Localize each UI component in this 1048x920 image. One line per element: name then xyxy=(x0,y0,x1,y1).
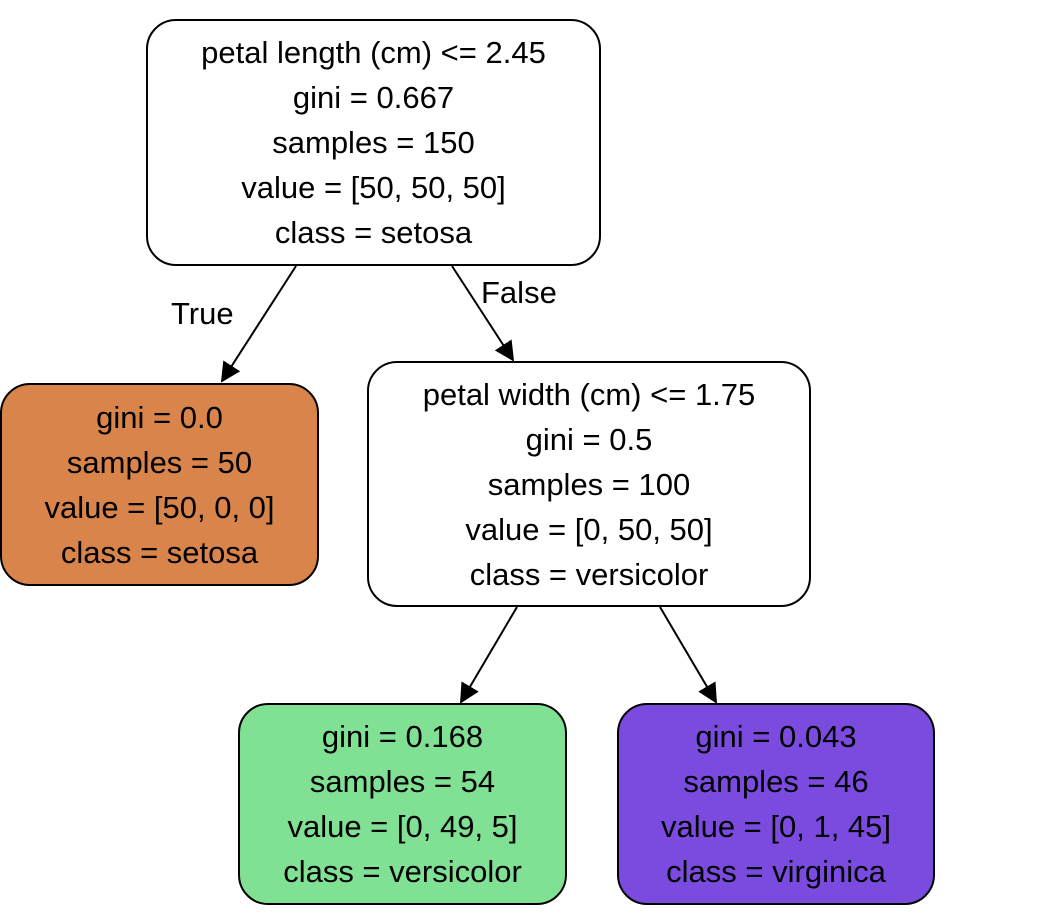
root-node-value: value = [50, 50, 50] xyxy=(241,170,506,205)
leaf-virginica-value: value = [0, 1, 45] xyxy=(660,809,892,844)
leaf-node-versicolor: gini = 0.168 samples = 54 value = [0, 49… xyxy=(238,703,567,905)
root-node-class: class = setosa xyxy=(274,215,473,250)
leaf-versicolor-class: class = versicolor xyxy=(283,854,522,889)
edge-n2-n3 xyxy=(459,606,518,704)
leaf-virginica-class: class = virginica xyxy=(666,854,886,889)
leaf-versicolor-gini: gini = 0.168 xyxy=(321,719,484,754)
leaf-versicolor-samples: samples = 54 xyxy=(309,764,496,799)
split-node-gini: gini = 0.5 xyxy=(525,421,653,457)
leaf-setosa-samples: samples = 50 xyxy=(66,444,253,480)
edge-label-true: True xyxy=(171,296,234,331)
leaf-node-setosa: gini = 0.0 samples = 50 value = [50, 0, … xyxy=(0,383,319,586)
root-node-split: petal length (cm) <= 2.45 xyxy=(201,35,546,70)
leaf-setosa-value: value = [50, 0, 0] xyxy=(44,489,275,525)
leaf-virginica-samples: samples = 46 xyxy=(683,764,869,799)
leaf-virginica-gini: gini = 0.043 xyxy=(695,719,857,754)
leaf-setosa-gini: gini = 0.0 xyxy=(96,399,223,435)
root-node-samples: samples = 150 xyxy=(272,125,475,160)
leaf-versicolor-value: value = [0, 49, 5] xyxy=(287,809,518,844)
edge-n0-n2 xyxy=(451,265,515,362)
split-node-value: value = [0, 50, 50] xyxy=(465,511,713,547)
edge-n0-n1 xyxy=(220,265,297,383)
leaf-node-virginica: gini = 0.043 samples = 46 value = [0, 1,… xyxy=(617,703,935,905)
leaf-setosa-class: class = setosa xyxy=(60,534,259,570)
root-node-gini: gini = 0.667 xyxy=(292,80,455,115)
root-node: petal length (cm) <= 2.45 gini = 0.667 s… xyxy=(146,19,601,266)
split-node-petal-width: petal width (cm) <= 1.75 gini = 0.5 samp… xyxy=(367,361,811,607)
split-node-samples: samples = 100 xyxy=(487,466,691,502)
split-node-split: petal width (cm) <= 1.75 xyxy=(422,376,756,412)
split-node-class: class = versicolor xyxy=(469,556,709,592)
edge-n2-n4 xyxy=(659,606,718,704)
edge-label-false: False xyxy=(481,275,557,310)
